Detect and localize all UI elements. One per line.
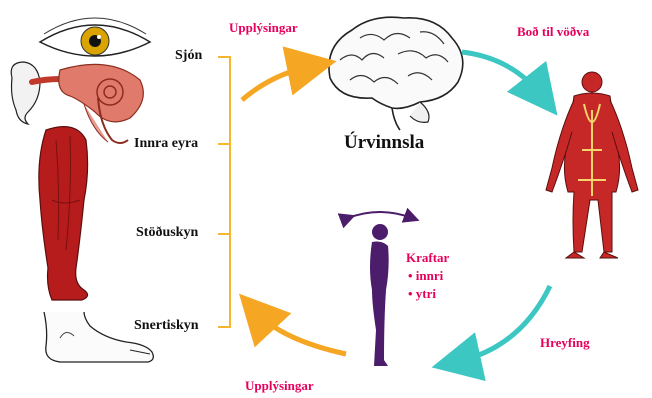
flow-label-info-bottom: Upplýsingar — [245, 378, 314, 394]
sense-bracket — [218, 57, 230, 327]
leg-muscle-icon — [39, 127, 88, 300]
human-silhouette-icon — [348, 212, 412, 366]
brain-icon — [329, 17, 463, 130]
forces-title: Kraftar — [406, 250, 449, 266]
sense-label-sight: Sjón — [175, 48, 202, 64]
sense-label-inner-ear: Innra eyra — [134, 136, 198, 152]
sense-label-balance: Stöðuskyn — [136, 225, 198, 241]
flow-label-info-top: Upplýsingar — [229, 20, 298, 36]
movement-arrow — [456, 286, 550, 362]
forces-item-outer: • ytri — [408, 286, 436, 302]
muscle-figure-icon — [546, 72, 638, 258]
info-arrow-bottom — [256, 312, 346, 354]
info-arrow-top — [242, 66, 312, 100]
forces-item-inner: • innri — [408, 268, 443, 284]
eye-icon — [40, 18, 150, 56]
signal-arrow — [462, 52, 542, 96]
processing-title: Úrvinnsla — [344, 132, 424, 154]
sense-label-touch: Snertiskyn — [134, 318, 199, 334]
flow-label-message-to-muscles: Boð til vöðva — [517, 24, 589, 40]
flow-label-movement: Hreyfing — [540, 335, 590, 351]
